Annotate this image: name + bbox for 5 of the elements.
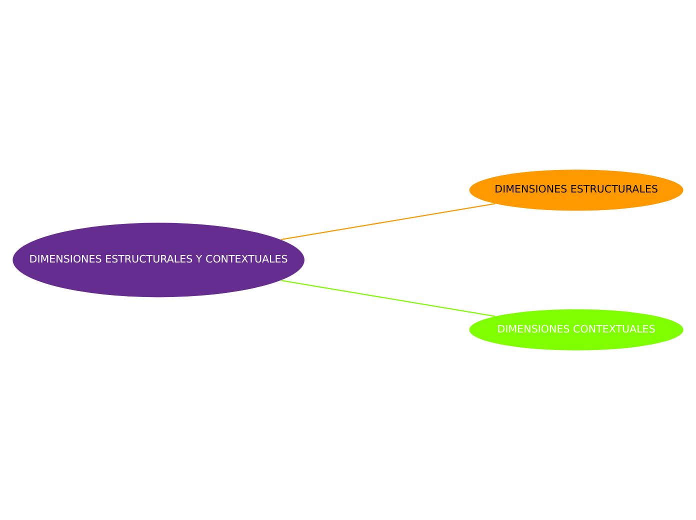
node-ellipse: DIMENSIONES ESTRUCTURALES Y CONTEXTUALES	[12, 222, 304, 298]
connector	[280, 280, 496, 317]
node-ellipse: DIMENSIONES ESTRUCTURALES	[469, 170, 684, 211]
connector	[280, 203, 496, 240]
node-ellipse: DIMENSIONES CONTEXTUALES	[469, 309, 684, 350]
